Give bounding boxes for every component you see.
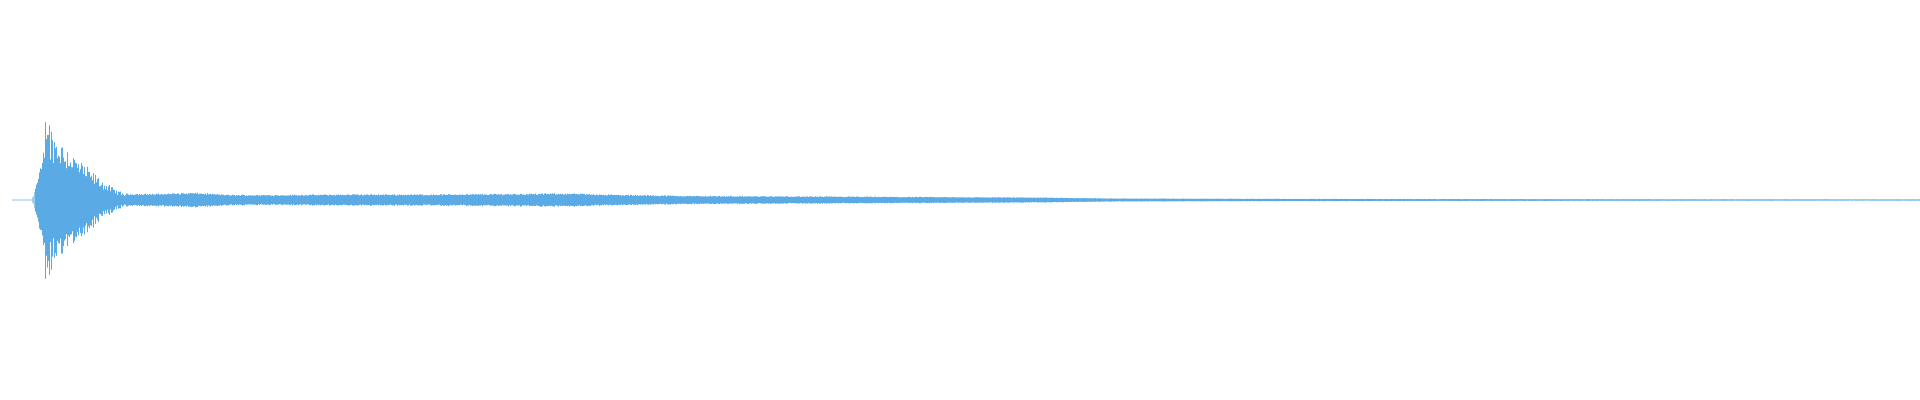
waveform-samples — [12, 122, 1920, 279]
